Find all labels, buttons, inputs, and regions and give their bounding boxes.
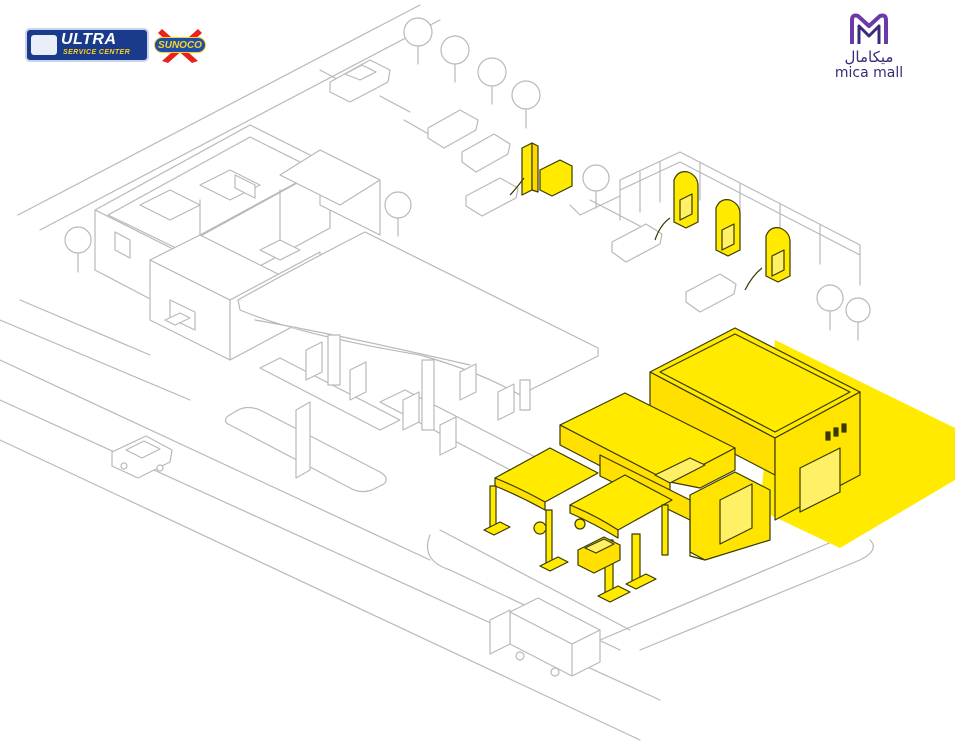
ev-lot-fence (619, 151, 861, 286)
ultra-logo-name: ULTRA (61, 31, 117, 48)
ev-chargers (509, 142, 791, 291)
service-center-building (649, 327, 861, 521)
vacuum-canopies (483, 447, 673, 603)
truck (489, 597, 601, 677)
car-icon (31, 35, 57, 55)
trees (64, 17, 871, 341)
mica-m-icon (850, 13, 888, 44)
cars (111, 59, 737, 479)
ultra-service-center-logo: ULTRA SERVICE CENTER (25, 28, 149, 62)
sunoco-logo: SUNOCO (152, 25, 208, 65)
mica-mall-logo: ميكامال mica mall (830, 10, 908, 82)
ultra-logo-tagline: SERVICE CENTER (63, 49, 131, 56)
sunoco-logo-name: SUNOCO (154, 37, 206, 53)
mica-latin-name: mica mall (834, 65, 904, 81)
mica-arabic-name: ميكامال (844, 48, 894, 66)
fuel-canopy (237, 231, 599, 479)
